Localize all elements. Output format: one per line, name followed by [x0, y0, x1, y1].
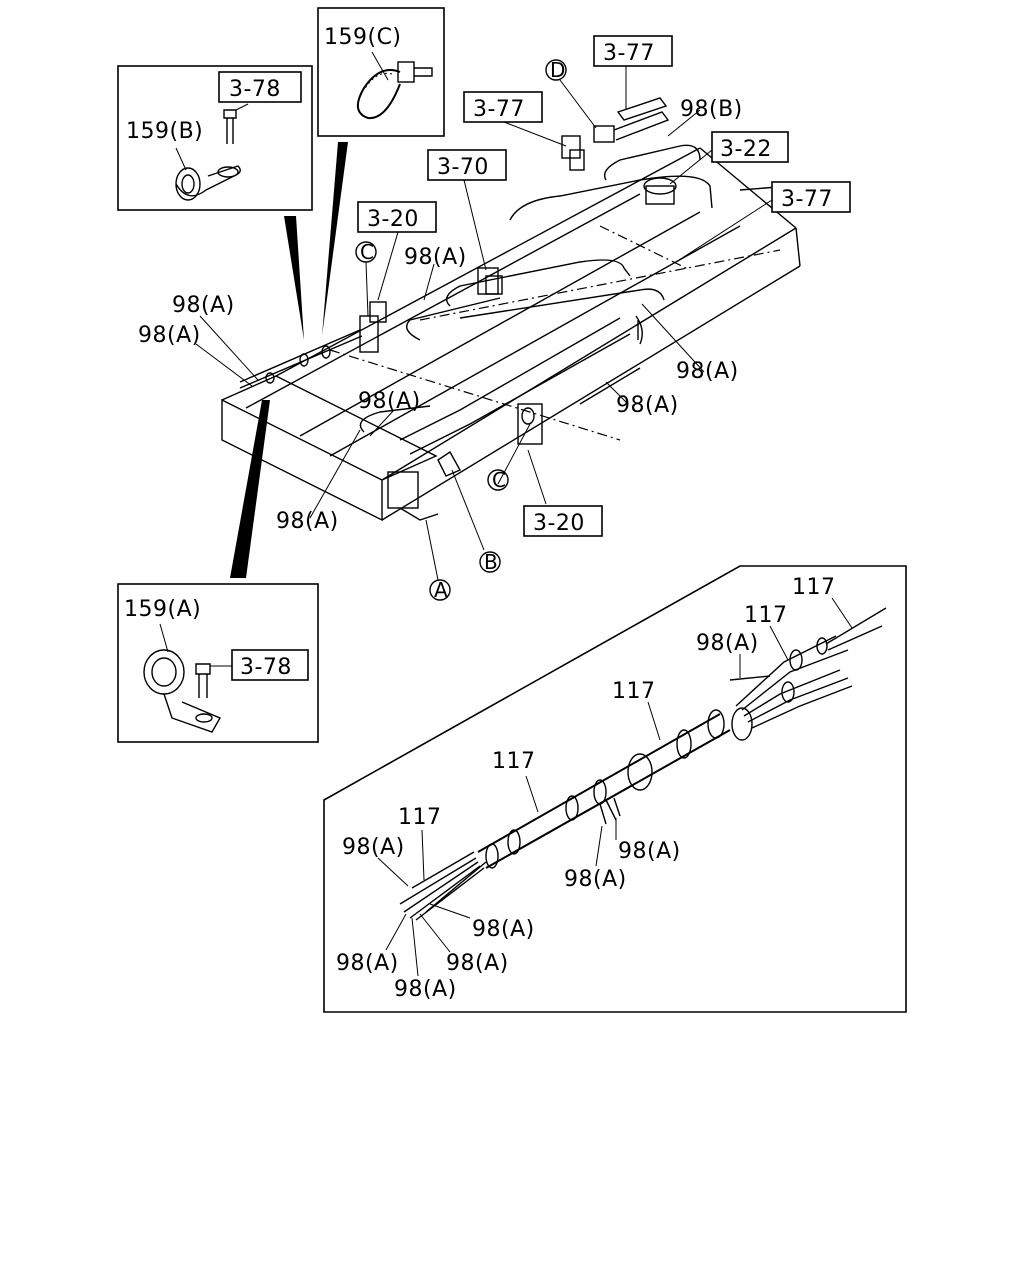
label-98a-2: 98(A): [172, 293, 235, 318]
label-117-3: 117: [612, 679, 656, 704]
label-98a-detail-7: 98(A): [446, 951, 509, 976]
ref-377-right: 3-77: [781, 187, 833, 212]
ref-378-top: 3-78: [229, 77, 281, 102]
ref-box-320-bottom[interactable]: [523, 505, 603, 537]
label-98a-detail-5: 98(A): [472, 917, 535, 942]
label-117-2: 117: [744, 603, 788, 628]
label-98a-detail-2: 98(A): [342, 835, 405, 860]
ref-box-377-mid[interactable]: [463, 91, 543, 123]
bracket-a: [387, 471, 439, 521]
label-159a: 159(A): [124, 597, 201, 622]
ref-320-top: 3-20: [367, 207, 419, 232]
callout-c1: C: [360, 240, 374, 264]
label-117-4: 117: [492, 749, 536, 774]
label-98b: 98(B): [680, 97, 743, 122]
ref-box-378-bottom[interactable]: [231, 649, 309, 681]
callout-c1-circle: [355, 241, 377, 263]
callout-d: D: [550, 58, 565, 82]
callout-c2: C: [492, 468, 506, 492]
bracket-b: [437, 450, 461, 477]
label-98a-5: 98(A): [358, 389, 421, 414]
clip-3-20-bottom: [517, 403, 543, 445]
inset-159a: 159(A) 3-78: [117, 583, 319, 743]
label-98a-detail-6: 98(A): [336, 951, 399, 976]
front-clips: [239, 329, 363, 389]
label-98a-detail-3: 98(A): [618, 839, 681, 864]
callout-b-circle: [479, 551, 501, 573]
pointer-wedge-159b: [284, 216, 304, 340]
callout-b: B: [484, 550, 498, 574]
relay-3-77: [561, 135, 585, 171]
label-117-5: 117: [398, 805, 442, 830]
label-98a-6: 98(A): [616, 393, 679, 418]
ref-378-bottom: 3-78: [240, 655, 292, 680]
bolt-shape: [223, 109, 237, 144]
label-98a-1: 98(A): [404, 245, 467, 270]
ref-377-mid: 3-77: [473, 97, 525, 122]
label-159c: 159(C): [324, 25, 402, 50]
connector-3-22: [643, 177, 677, 205]
inset-159c: 159(C): [317, 7, 445, 137]
frame-assembly: [221, 144, 801, 522]
ref-box-377-right[interactable]: [771, 181, 851, 213]
callout-c2-circle: [487, 469, 509, 491]
callout-d-circle: [545, 59, 567, 81]
label-98a-7: 98(A): [276, 509, 339, 534]
ref-370: 3-70: [437, 155, 489, 180]
leader-lines-main: [195, 66, 773, 581]
ref-377-top: 3-77: [603, 41, 655, 66]
ref-box-322[interactable]: [711, 131, 789, 163]
ref-box-320-top[interactable]: [357, 201, 437, 233]
pointer-wedge-159a: [230, 400, 270, 578]
harness-detail-panel: 117 117 98(A) 117 117 117 98(A) 98(A) 98…: [323, 565, 907, 1013]
label-98a-detail-1: 98(A): [696, 631, 759, 656]
callout-a: A: [434, 578, 448, 602]
ref-box-370[interactable]: [427, 149, 507, 181]
inset-159b: 3-78 159(B): [117, 65, 313, 211]
label-98a-3: 98(A): [138, 323, 201, 348]
ref-box-377-top[interactable]: [593, 35, 673, 67]
ref-322: 3-22: [720, 137, 772, 162]
ref-box-378-top[interactable]: [218, 71, 302, 103]
label-159b: 159(B): [126, 119, 203, 144]
label-98a-detail-4: 98(A): [564, 867, 627, 892]
clip-3-20-top: [359, 301, 387, 353]
label-98a-detail-8: 98(A): [394, 977, 457, 1002]
label-98a-4: 98(A): [676, 359, 739, 384]
pointer-wedge-159c: [322, 142, 348, 336]
cable-tie-159c: [357, 69, 401, 120]
ref-320-bottom: 3-20: [533, 511, 585, 536]
label-117-1: 117: [792, 575, 836, 600]
connector-98b: [593, 97, 670, 143]
callout-a-circle: [429, 579, 451, 601]
clip-3-70: [477, 267, 503, 295]
